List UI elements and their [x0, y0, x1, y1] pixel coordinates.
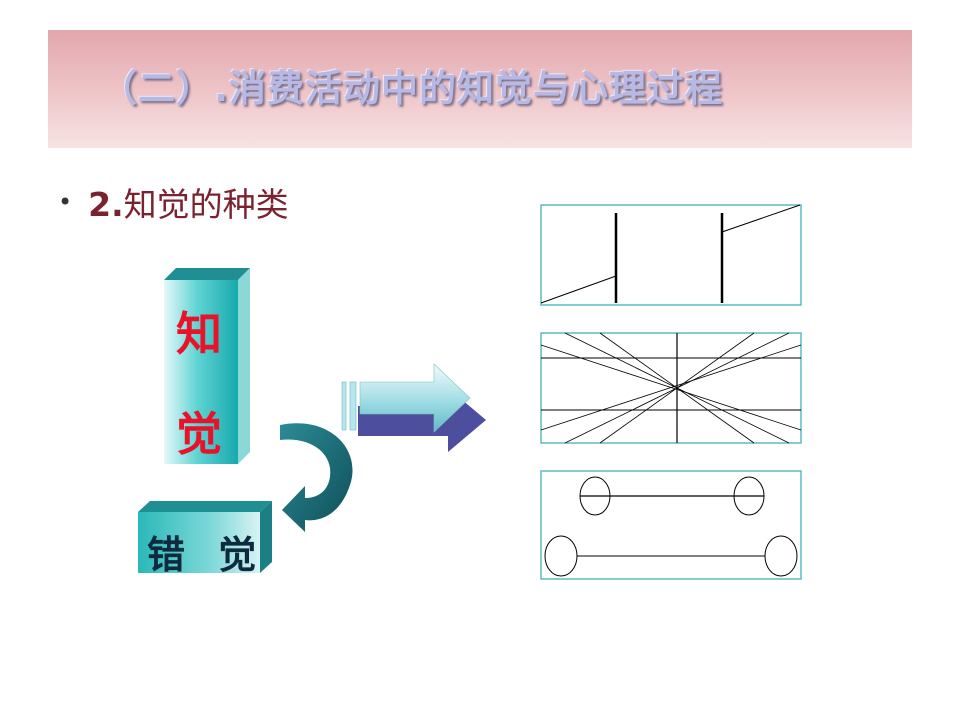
illusion-block	[138, 501, 272, 573]
illusion-block-top	[138, 501, 272, 512]
illusion-label: 错 觉	[147, 532, 267, 577]
curved-arrow-icon	[280, 423, 353, 532]
perception-block-side	[238, 268, 250, 464]
perception-label-char-1: 知	[176, 307, 222, 361]
bullet-number: 2.	[88, 185, 124, 224]
illusion-block-side	[260, 501, 272, 573]
perception-block	[164, 268, 250, 464]
bullet-dot-icon: •	[58, 188, 73, 216]
perception-block-top	[164, 268, 250, 280]
illusion-panel-hering	[540, 332, 802, 444]
right-arrow-icon	[341, 363, 486, 452]
perception-block-front	[164, 280, 238, 464]
illusion-panel-poggendorff	[540, 204, 802, 306]
perception-label-char-2: 觉	[176, 407, 222, 461]
bullet-text: 知觉的种类	[123, 185, 289, 224]
bullet-item: • 2.知觉的种类	[58, 178, 289, 226]
illusion-panel-circles	[540, 470, 802, 580]
slide-title: （二）.消费活动中的知觉与心理过程	[100, 67, 724, 110]
title-bar	[48, 30, 912, 148]
illusion-block-front	[138, 512, 260, 573]
